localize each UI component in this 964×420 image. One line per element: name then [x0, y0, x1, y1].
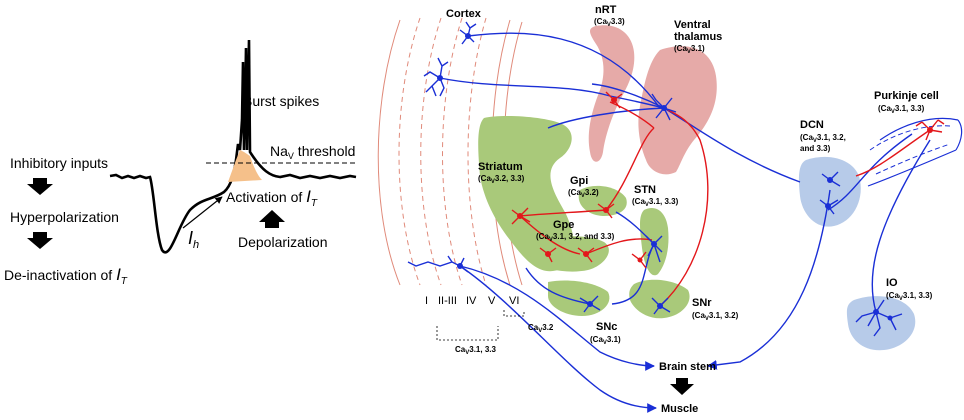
snr-label: SNr	[692, 297, 712, 309]
gpe-channel-label: (CaV3.1, 3.2, and 3.3)	[536, 232, 615, 243]
ventral-thalamus-label: Ventral	[674, 19, 711, 31]
excitatory-projections	[439, 32, 931, 413]
brain-stem-label: Brain stem	[659, 361, 716, 373]
purkinje-cell-label: Purkinje cell	[874, 90, 939, 102]
stn-channel-label: (CaV3.1, 3.3)	[632, 197, 679, 208]
stn-label: STN	[634, 184, 656, 196]
layer-label: II-III	[438, 295, 457, 307]
stn-neuron	[645, 235, 663, 263]
io-neuron-cluster	[855, 299, 903, 337]
muscle-label: Muscle	[661, 403, 698, 415]
ventral-thalamus-region	[638, 46, 717, 175]
dcn-channel-label: (CaV3.1, 3.2,	[800, 133, 846, 144]
ih-arrow	[182, 196, 223, 229]
gpe-label: Gpe	[553, 219, 574, 231]
inhibitory-projections	[519, 101, 931, 307]
purkinje-neuron	[915, 119, 945, 141]
io-region	[846, 296, 916, 351]
gpe-neuron	[539, 247, 595, 263]
gpi-neuron	[597, 203, 615, 219]
layer-label: VI	[509, 295, 519, 307]
nav-threshold-label: NaV threshold	[270, 143, 355, 161]
cav3133-layer-label: CaV3.1, 3.3	[455, 345, 496, 356]
pyramidal-neuron-mid	[423, 57, 449, 97]
ih-label: Ih	[188, 228, 199, 251]
striatal-neuron	[511, 207, 531, 225]
dcn-channel-label-2: and 3.3)	[800, 144, 831, 153]
pyramidal-neuron-upper	[459, 21, 477, 45]
pyramidal-neuron-lower	[407, 255, 469, 273]
io-channel-label: (CaV3.1, 3.3)	[886, 291, 933, 302]
down-arrow-icon	[27, 232, 53, 249]
snc-neuron	[579, 295, 601, 313]
ventral-thalamus-label-2: thalamus	[674, 31, 722, 43]
purkinje-folium	[867, 117, 963, 187]
activation-it-label: Activation of IT	[226, 187, 318, 209]
left-panel: Inhibitory inputs Hyperpolarization De-i…	[4, 39, 358, 287]
layer-label: IV	[466, 295, 477, 307]
cortical-layers	[377, 17, 523, 286]
deinactivation-label: De-inactivation of IT	[4, 265, 128, 287]
layer-label: V	[488, 295, 496, 307]
ventral-thalamus-channel-label: (CaV3.1)	[674, 44, 705, 55]
snc-channel-label: (CaV3.1)	[590, 335, 621, 346]
striatum-label: Striatum	[478, 161, 523, 173]
gpi-region	[578, 185, 627, 216]
snr-channel-label: (CaV3.1, 3.2)	[692, 311, 739, 322]
cortex-label: Cortex	[446, 8, 482, 20]
brain-circuit-diagram: Cortex nRT (CaV3.3) Ventral thalamus (Ca…	[377, 4, 963, 415]
nrt-neuron	[605, 91, 623, 109]
layer-label: I	[425, 295, 428, 307]
gpe-region	[529, 236, 609, 272]
striatum-region	[478, 116, 574, 272]
snr-region	[629, 279, 690, 319]
snr-neuron	[651, 297, 671, 315]
cav32-layer-label: CaV3.2	[528, 323, 554, 334]
layer-bracket	[436, 326, 499, 341]
layer-vi-bracket	[503, 310, 525, 317]
stn-red-neuron	[631, 251, 647, 269]
gpi-channel-label: (CaV3.2)	[568, 188, 599, 199]
up-arrow-icon	[259, 210, 285, 228]
nrt-label: nRT	[595, 4, 617, 16]
cortical-layer-labels: I II-III IV V VI	[425, 295, 519, 307]
down-arrow-icon	[27, 178, 53, 195]
inhibitory-inputs-label: Inhibitory inputs	[10, 155, 108, 171]
purkinje-channel-label: (CaV3.1, 3.3)	[878, 104, 925, 115]
membrane-potential-trace	[109, 39, 357, 254]
io-label: IO	[886, 277, 898, 289]
gpi-label: Gpi	[570, 175, 588, 187]
depolarization-label: Depolarization	[238, 234, 328, 250]
snc-label: SNc	[596, 321, 617, 333]
hyperpolarization-label: Hyperpolarization	[10, 209, 119, 225]
t-current-shaded-area	[228, 150, 262, 182]
dcn-label: DCN	[800, 119, 824, 131]
snc-region	[548, 280, 610, 316]
nrt-region	[588, 25, 635, 162]
dcn-neuron	[819, 171, 841, 215]
down-arrow-icon	[670, 378, 694, 395]
nrt-channel-label: (CaV3.3)	[594, 17, 625, 28]
thalamic-neuron	[651, 93, 677, 121]
burst-spikes-label: Burst spikes	[243, 93, 319, 109]
striatum-channel-label: (CaV3.2, 3.3)	[478, 174, 525, 185]
